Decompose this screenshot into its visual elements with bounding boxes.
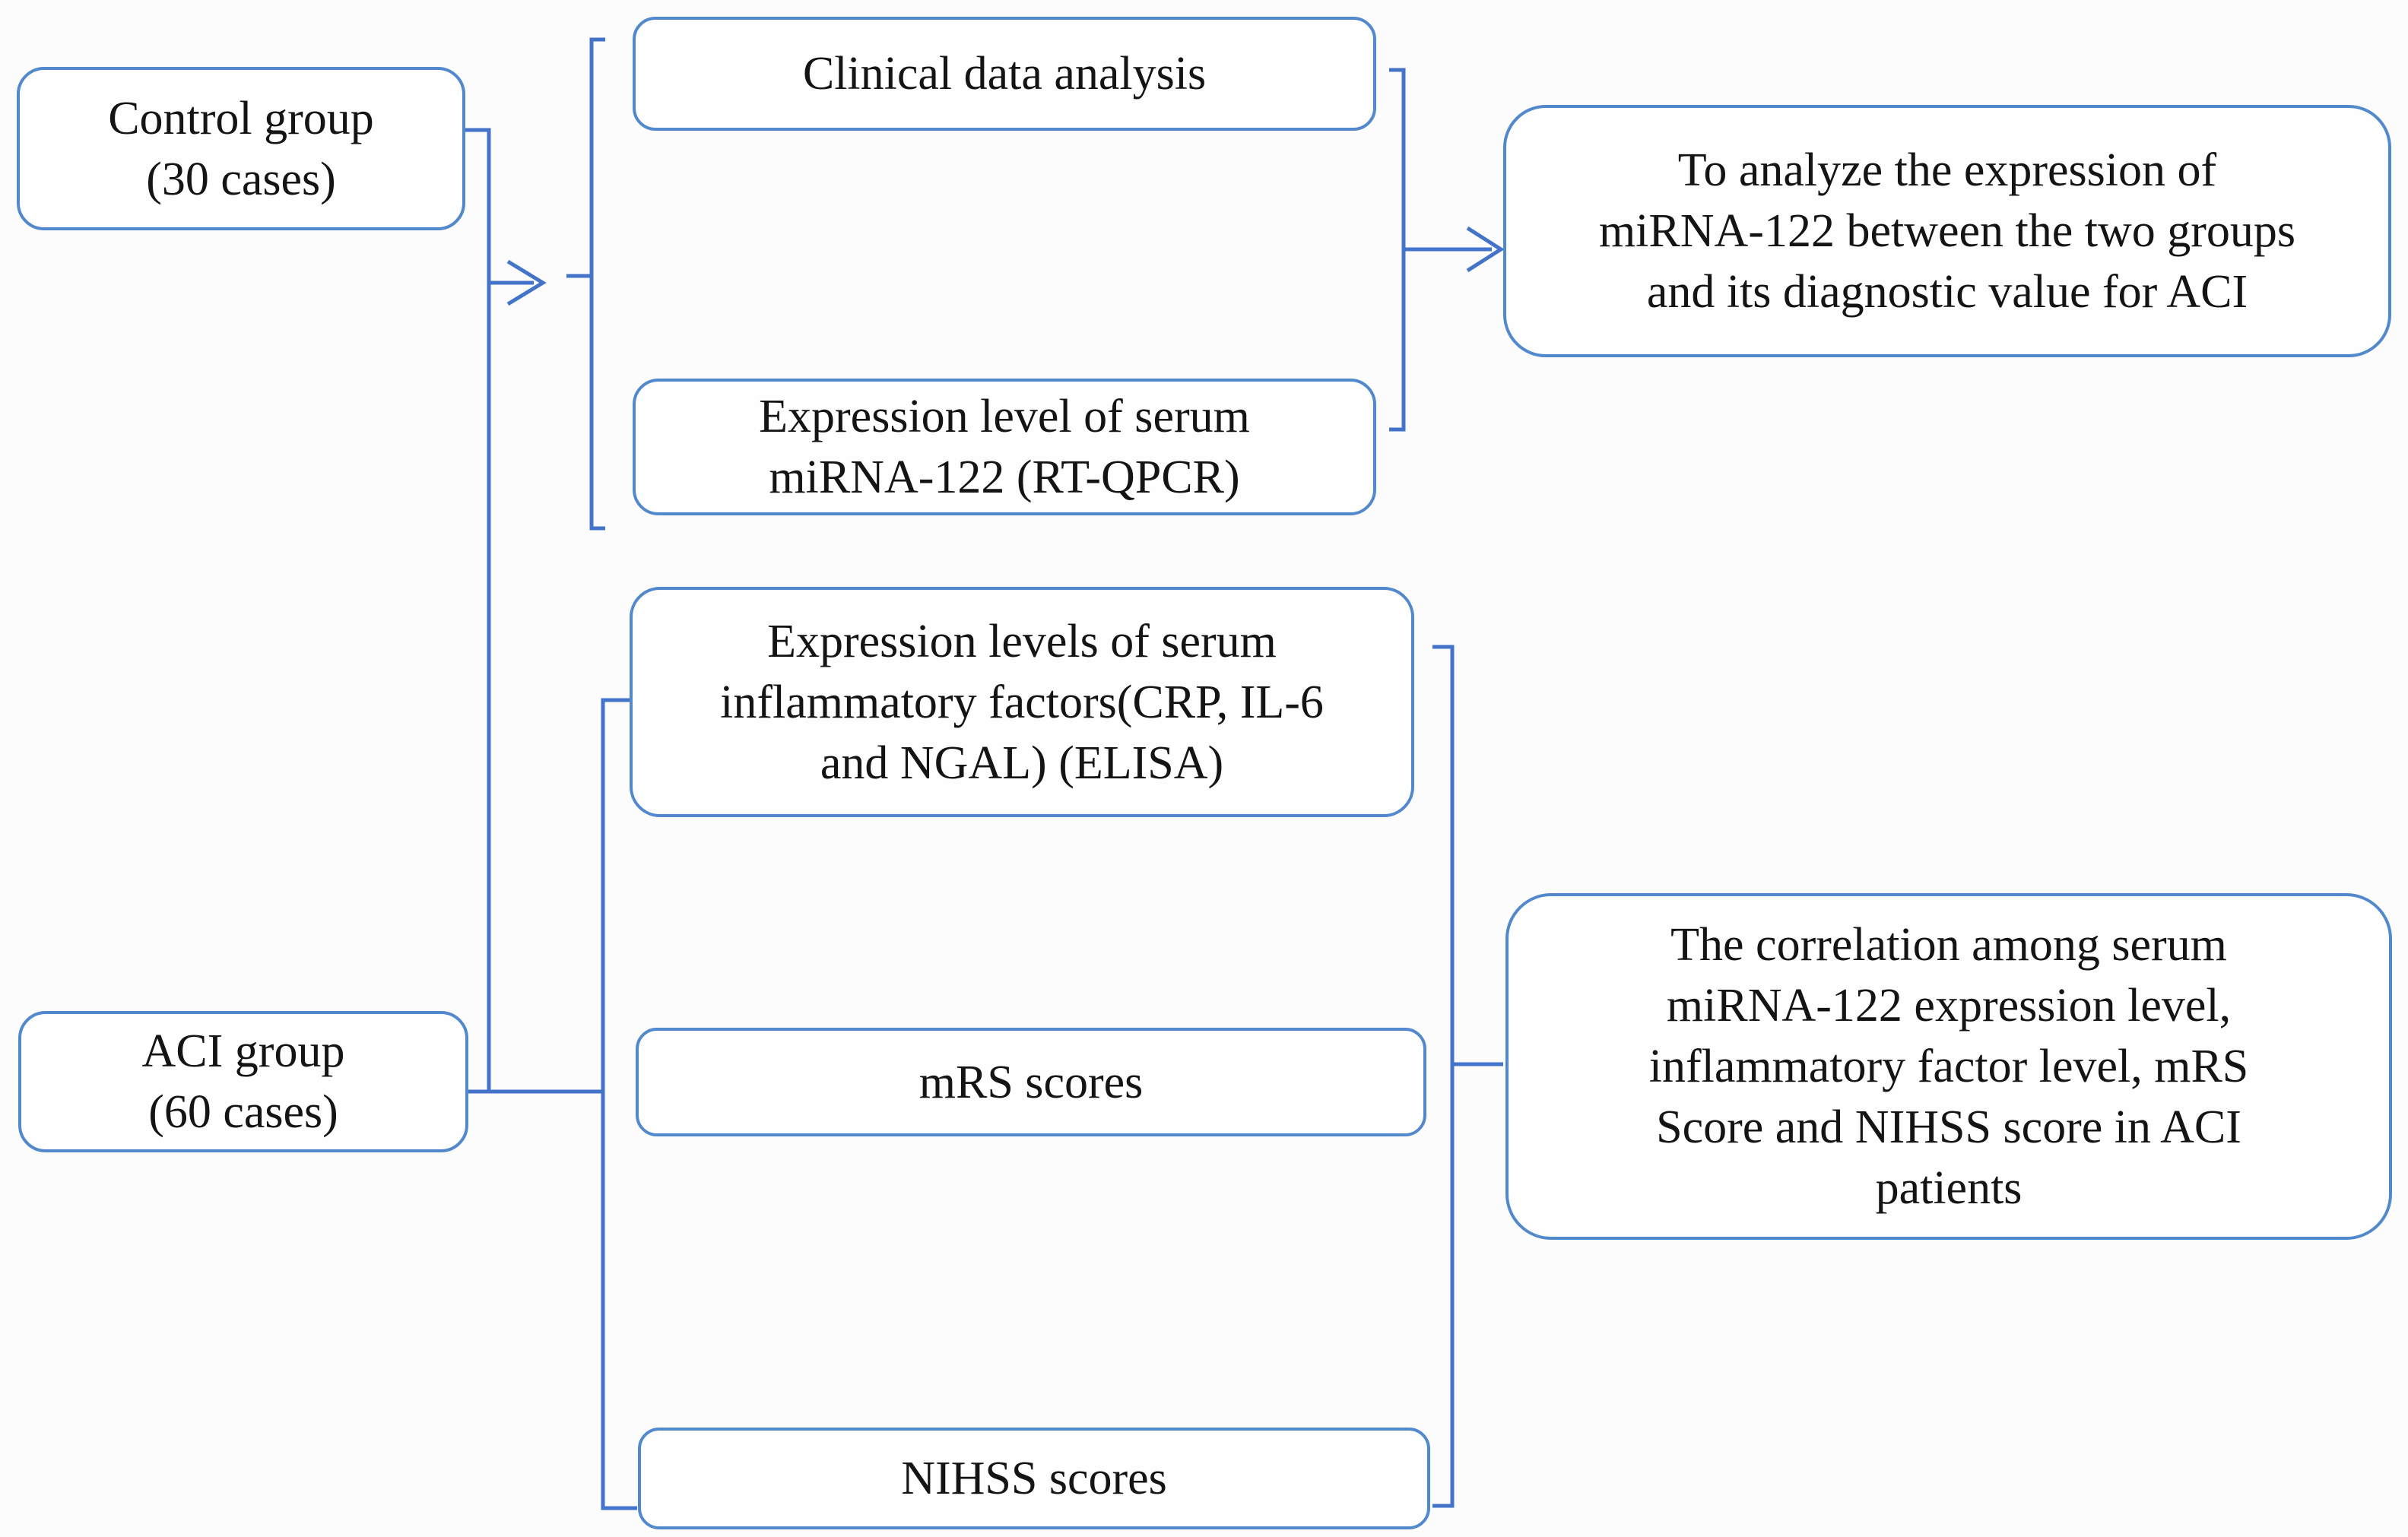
top-right-bracket — [1389, 68, 1406, 432]
node-control-group: Control group (30 cases) — [17, 67, 465, 230]
node-clinical-data-analysis: Clinical data analysis — [633, 17, 1376, 131]
node-mirna-expression-rtqpcr: Expression level of serum miRNA-122 (RT-… — [633, 379, 1376, 515]
bottom-left-bracket — [601, 698, 637, 1510]
node-aci-group: ACI group (60 cases) — [18, 1011, 468, 1152]
control-trunk-connector — [465, 128, 491, 1092]
top-left-bracket — [589, 37, 605, 531]
arrow-to-top-bracket-icon — [489, 259, 547, 306]
node-inflammatory-factors-elisa: Expression levels of serum inflammatory … — [630, 587, 1414, 817]
node-correlation-outcome: The correlation among serum miRNA-122 ex… — [1505, 893, 2392, 1240]
node-analyze-expression-outcome: To analyze the expression of miRNA-122 b… — [1503, 105, 2391, 357]
node-mrs-scores: mRS scores — [636, 1028, 1426, 1136]
bottom-right-bracket — [1432, 645, 1455, 1508]
node-nihss-scores: NIHSS scores — [638, 1428, 1430, 1529]
arrow-to-analyze-box-icon — [1404, 226, 1505, 273]
